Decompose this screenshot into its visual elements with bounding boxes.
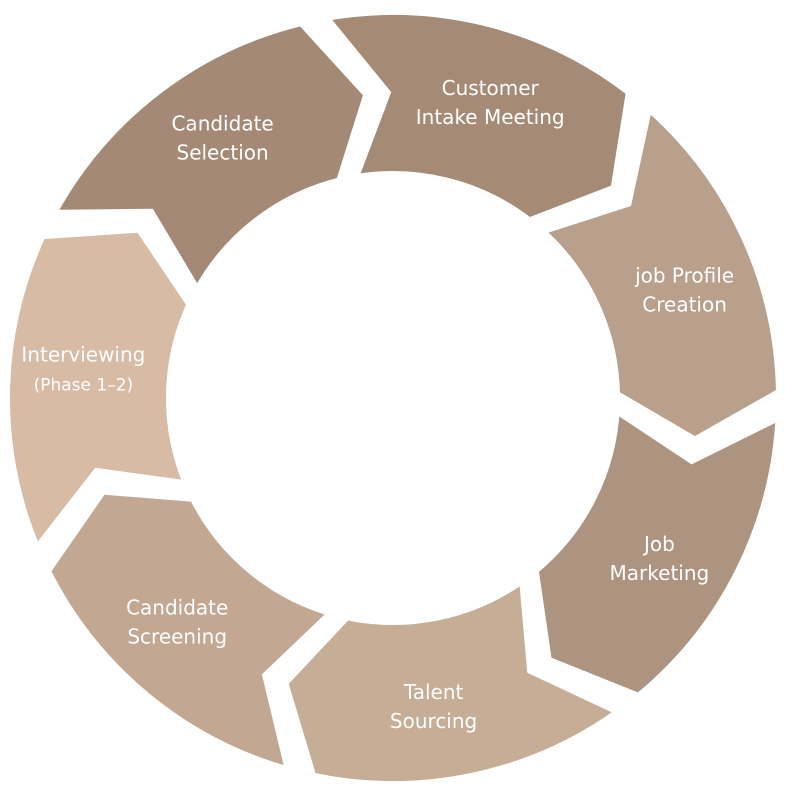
segment-label-line: Customer — [442, 76, 540, 100]
segment-label-line: Sourcing — [390, 709, 477, 733]
segment-label-line: Intake Meeting — [416, 105, 565, 129]
segment-label-line: Interviewing — [21, 343, 145, 367]
segment-label-line: Talent — [403, 680, 464, 704]
center-hole — [177, 182, 609, 614]
segment-talent-sourcing — [277, 568, 632, 786]
segment-candidate-selection — [42, 15, 375, 304]
segment-label-interviewing: Interviewing (Phase 1–2) — [21, 343, 145, 396]
segment-label-line: Candidate — [171, 111, 273, 135]
segment-label-line: Selection — [177, 140, 269, 164]
segment-label-line: Candidate — [126, 596, 228, 620]
segment-label-line: Job — [642, 532, 675, 556]
segment-label-line: Screening — [127, 625, 227, 649]
segment-job-marketing — [528, 398, 786, 704]
segment-label-line: Marketing — [610, 561, 710, 585]
segment-interviewing — [0, 222, 198, 561]
segment-label-line: job Profile — [634, 263, 734, 287]
segment-label-line: Creation — [642, 292, 727, 316]
segment-customer-intake — [313, 5, 637, 229]
segment-candidate-screening — [39, 484, 345, 780]
segment-label-line: (Phase 1–2) — [34, 376, 134, 396]
segment-job-profile — [528, 95, 786, 448]
